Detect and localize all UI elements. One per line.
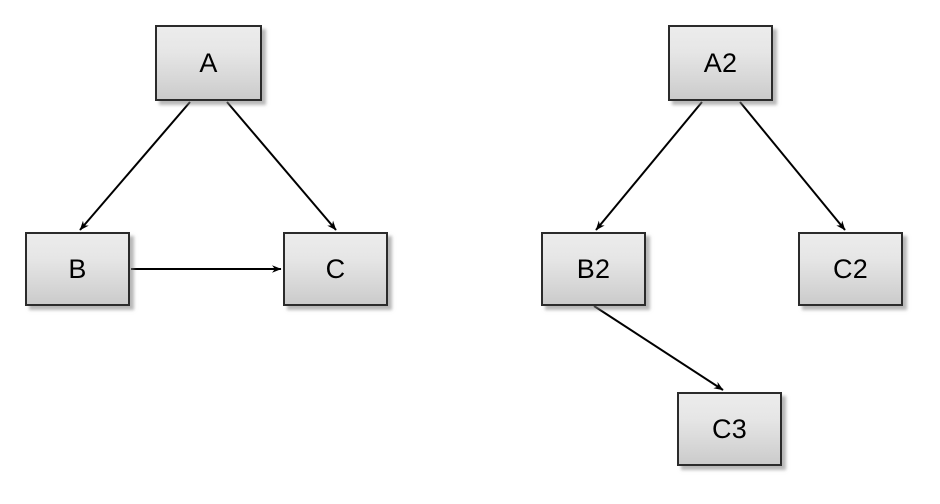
node-c[interactable]: C: [283, 232, 388, 306]
node-a[interactable]: A: [155, 25, 262, 101]
edge-a2-to-c2: [739, 101, 846, 231]
edge-a2-to-b2: [595, 101, 703, 231]
node-label: C2: [833, 253, 868, 284]
node-label: B: [68, 253, 87, 284]
node-label: C: [325, 253, 346, 284]
node-c2[interactable]: C2: [798, 232, 903, 306]
edges-group: [79, 101, 846, 391]
edge-a-to-b: [79, 101, 191, 231]
node-label: A: [199, 47, 218, 78]
node-c3[interactable]: C3: [677, 392, 782, 466]
edge-b2-to-c3: [593, 305, 724, 391]
node-b[interactable]: B: [25, 232, 130, 306]
node-label: A2: [703, 47, 738, 78]
node-label: C3: [712, 413, 747, 444]
node-label: B2: [576, 253, 611, 284]
node-b2[interactable]: B2: [541, 232, 646, 306]
node-a2[interactable]: A2: [668, 25, 773, 101]
edge-a-to-c: [226, 101, 337, 231]
